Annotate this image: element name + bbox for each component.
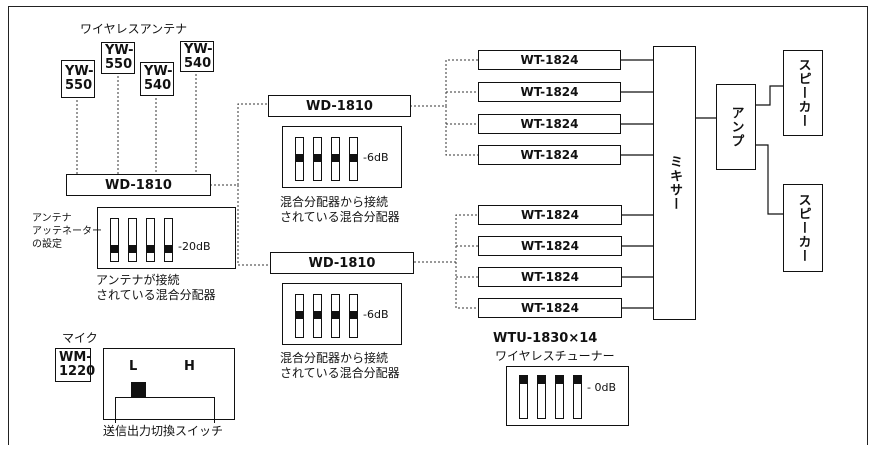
dip-knob — [127, 245, 137, 253]
lower-attenuation-value: -6dB — [363, 308, 389, 321]
antenna-yw540-1: YW- 540 — [140, 62, 174, 96]
antenna-yw540-2: YW- 540 — [180, 41, 214, 72]
wireless-antenna-label: ワイヤレスアンテナ — [80, 22, 188, 36]
dip-knob — [145, 245, 155, 253]
dip-slot — [294, 294, 304, 338]
lower-attenuator-switch: -6dB — [282, 283, 402, 345]
dip-knob — [554, 376, 564, 384]
dip-slot — [536, 375, 546, 419]
dip-slot — [348, 294, 358, 338]
dip-knob — [348, 311, 358, 319]
speaker-1: スピーカー — [783, 50, 823, 136]
dip-knob — [330, 154, 340, 162]
upper-splitter: WD-1810 — [268, 95, 411, 117]
upper-splitter-caption: 混合分配器から接続 されている混合分配器 — [280, 195, 400, 224]
dip-knob — [163, 245, 173, 253]
tuner-upper-2: WT-1824 — [478, 82, 621, 102]
speaker-2-label: スピーカー — [795, 193, 811, 263]
dip-slot — [330, 137, 340, 181]
dip-knob — [536, 376, 546, 384]
dip-knob — [294, 154, 304, 162]
tuner-lower-4: WT-1824 — [478, 298, 622, 318]
dip-knob — [518, 376, 528, 384]
tx-switch-caption: 送信出力切換スイッチ — [103, 424, 224, 438]
dip-slot — [145, 218, 155, 262]
speaker-2: スピーカー — [783, 184, 823, 272]
lower-splitter: WD-1810 — [270, 252, 414, 274]
dip-slot — [312, 294, 322, 338]
mic-label: マイク — [62, 331, 98, 345]
amplifier: アンプ — [716, 84, 756, 170]
diagram-frame — [8, 6, 868, 445]
lower-splitter-caption: 混合分配器から接続 されている混合分配器 — [280, 351, 400, 380]
dip-knob — [572, 376, 582, 384]
speaker-1-label: スピーカー — [795, 58, 811, 128]
tuner-model-label: WTU-1830×14 — [493, 331, 598, 346]
tuner-upper-4: WT-1824 — [478, 145, 621, 165]
dip-knob — [294, 311, 304, 319]
mixer-label: ミキサー — [667, 155, 682, 211]
dip-slot — [330, 294, 340, 338]
tuner-lower-2: WT-1824 — [478, 236, 622, 256]
antenna-yw550-1: YW- 550 — [61, 60, 95, 98]
antenna-splitter-caption: アンテナが接続 されている混合分配器 — [96, 273, 216, 302]
tuner-lower-1: WT-1824 — [478, 205, 622, 225]
tuner-lower-3: WT-1824 — [478, 267, 622, 287]
mixer: ミキサー — [653, 46, 696, 320]
dip-slot — [163, 218, 173, 262]
tuner-attenuation-value: - 0dB — [587, 381, 616, 394]
switch-knob — [131, 382, 146, 397]
main-splitter: WD-1810 — [66, 174, 211, 196]
amp-label: アンプ — [728, 106, 744, 148]
dip-slot — [127, 218, 137, 262]
switch-high-label: H — [184, 359, 195, 374]
tuner-attenuator-switch: - 0dB — [506, 366, 629, 426]
tuner-upper-1: WT-1824 — [478, 50, 621, 70]
dip-slot — [348, 137, 358, 181]
switch-track — [115, 397, 215, 423]
upper-attenuator-switch: -6dB — [282, 126, 402, 188]
antenna-attenuator-label: アンテナ アッテネーター の設定 — [32, 213, 102, 250]
antenna-attenuation-value: -20dB — [178, 240, 211, 253]
dip-knob — [348, 154, 358, 162]
dip-knob — [330, 311, 340, 319]
dip-slot — [554, 375, 564, 419]
dip-slot — [312, 137, 322, 181]
antenna-yw550-2: YW- 550 — [101, 42, 135, 74]
tx-output-switch: L H — [103, 348, 235, 423]
dip-knob — [312, 311, 322, 319]
dip-slot — [109, 218, 119, 262]
upper-attenuation-value: -6dB — [363, 151, 389, 164]
antenna-attenuator-switch: -20dB — [97, 207, 236, 269]
dip-slot — [518, 375, 528, 419]
mic-model: WM- 1220 — [55, 348, 95, 382]
dip-knob — [109, 245, 119, 253]
switch-low-label: L — [129, 359, 138, 374]
tuner-caption: ワイヤレスチューナー — [495, 349, 615, 363]
dip-slot — [294, 137, 304, 181]
dip-knob — [312, 154, 322, 162]
tuner-upper-3: WT-1824 — [478, 114, 621, 134]
dip-slot — [572, 375, 582, 419]
